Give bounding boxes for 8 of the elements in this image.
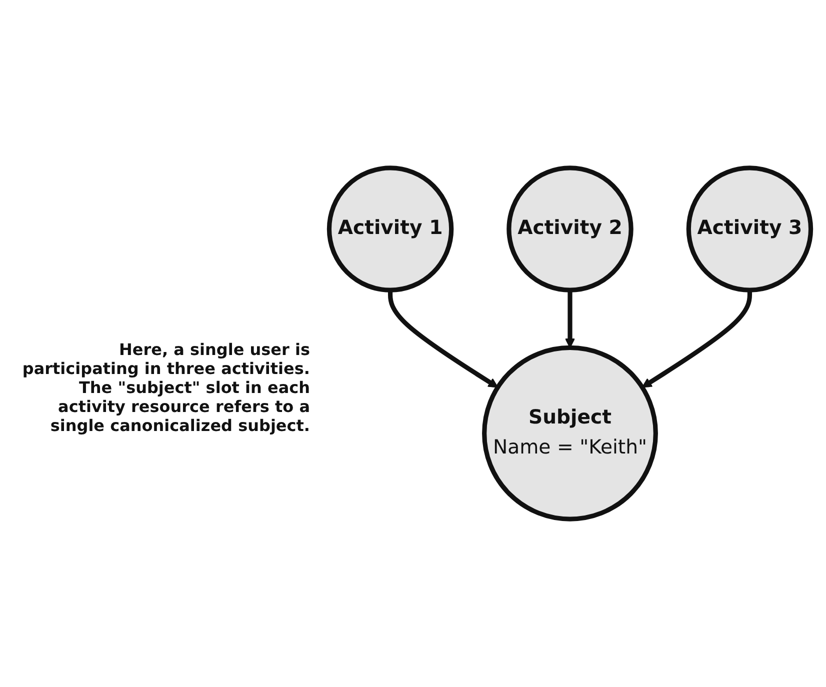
- note-text: Here, a single user is participating in three activities. The "subject" slot in each activity resource refers to a single canonicalized subject.: [21, 340, 310, 435]
- arrow: [388, 290, 498, 388]
- node-circle: Activity 1: [326, 166, 454, 292]
- node-circle: Activity 2: [506, 166, 634, 292]
- arrow: [564, 290, 576, 348]
- node-circle: Subject Name = "Keith": [482, 345, 658, 522]
- node-circle: Activity 3: [686, 166, 814, 292]
- arrow: [642, 290, 752, 388]
